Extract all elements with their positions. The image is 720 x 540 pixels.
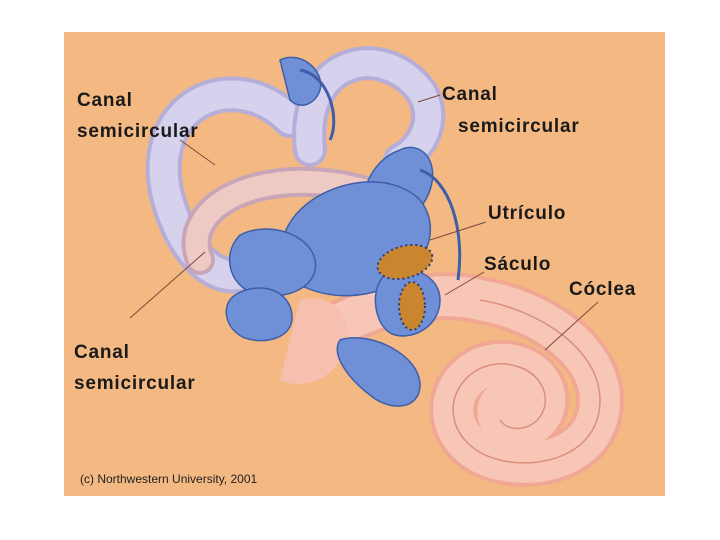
macula-utricle xyxy=(376,243,434,281)
label-canal-bottom-left-line2: semicircular xyxy=(74,373,196,394)
membranous-labyrinth xyxy=(225,56,462,407)
label-cochlea: Cóclea xyxy=(569,279,637,300)
cochlea-shape xyxy=(280,272,625,487)
label-saccule: Sáculo xyxy=(484,254,552,275)
label-canal-top-left-line2: semicircular xyxy=(77,121,199,142)
macula-saccule xyxy=(398,281,426,331)
label-utricle: Utrículo xyxy=(488,203,567,224)
label-canal-top-right-line1: Canal xyxy=(442,84,498,105)
label-canal-bottom-left-line1: Canal xyxy=(74,342,130,363)
copyright-credit: (c) Northwestern University, 2001 xyxy=(80,472,258,486)
label-canal-top-right-line2: semicircular xyxy=(458,116,580,137)
label-canal-top-left-line1: Canal xyxy=(77,90,133,111)
leader-lines xyxy=(129,94,599,351)
